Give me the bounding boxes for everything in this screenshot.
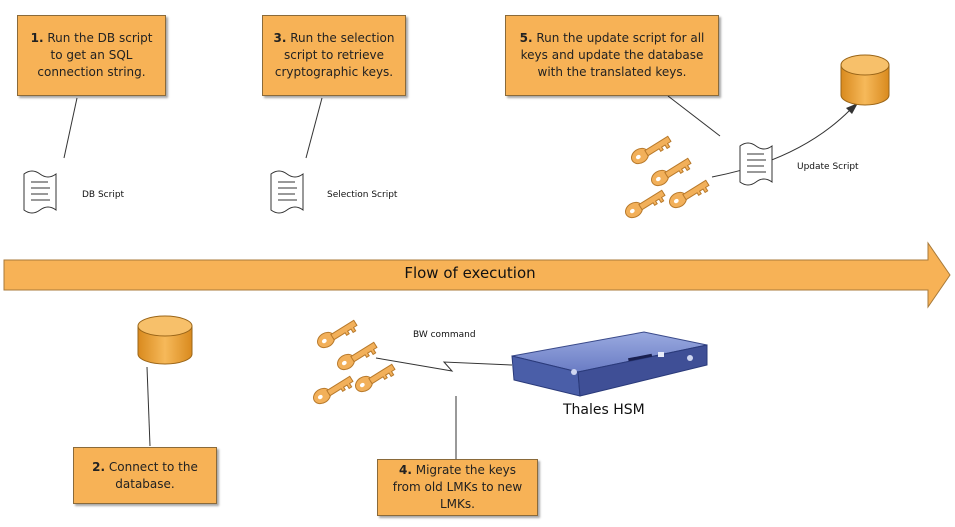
step-5-box: 5. Run the update script for all keys an… [505, 15, 719, 96]
bw-command-label: BW command [413, 330, 476, 340]
hsm-label: Thales HSM [563, 402, 645, 418]
key-icon [314, 315, 360, 353]
selection-script-document-icon [270, 170, 304, 214]
step-2-text: Connect to the database. [108, 459, 198, 491]
step-4-box: 4. Migrate the keys from old LMKs to new… [377, 459, 538, 516]
key-icon [666, 175, 712, 213]
key-icon [352, 359, 398, 397]
update-to-db-arrow [711, 109, 851, 178]
step-3-text: Run the selection script to retrieve cry… [274, 31, 395, 79]
step-2-number: 2. [92, 459, 106, 474]
step-5-text: Run the update script for all keys and u… [520, 31, 705, 79]
database-icon [840, 54, 890, 106]
update-script-document-icon [739, 142, 773, 186]
step-4-number: 4. [398, 463, 412, 477]
key-icon [628, 131, 674, 169]
flow-label: Flow of execution [404, 264, 536, 282]
step-3-number: 3. [273, 31, 287, 45]
key-icon [622, 185, 668, 223]
update-script-label: Update Script [797, 162, 859, 172]
step-1-number: 1. [30, 31, 44, 45]
arrowhead-icon [846, 103, 858, 114]
connector-step3 [305, 97, 323, 159]
key-icon [648, 153, 694, 191]
key-icon [310, 371, 356, 409]
db-script-document-icon [23, 170, 57, 214]
connector-step5 [667, 95, 721, 137]
database-icon [137, 315, 193, 365]
step-5-number: 5. [519, 31, 533, 45]
connector-step2 [146, 366, 151, 447]
step-2-box: 2. Connect to the database. [73, 447, 217, 504]
connector-step1 [63, 97, 78, 159]
key-icon [334, 337, 380, 375]
db-script-label: DB Script [82, 190, 125, 200]
bw-command-link [375, 357, 513, 372]
step-1-box: 1. Run the DB script to get an SQL conne… [17, 15, 166, 96]
selection-script-label: Selection Script [327, 190, 398, 200]
step-3-box: 3. Run the selection script to retrieve … [262, 15, 406, 96]
step-1-text: Run the DB script to get an SQL connecti… [37, 31, 153, 79]
step-4-text: Migrate the keys from old LMKs to new LM… [392, 463, 523, 511]
hsm-device-icon [511, 331, 708, 397]
flow-arrow-icon [3, 241, 951, 309]
